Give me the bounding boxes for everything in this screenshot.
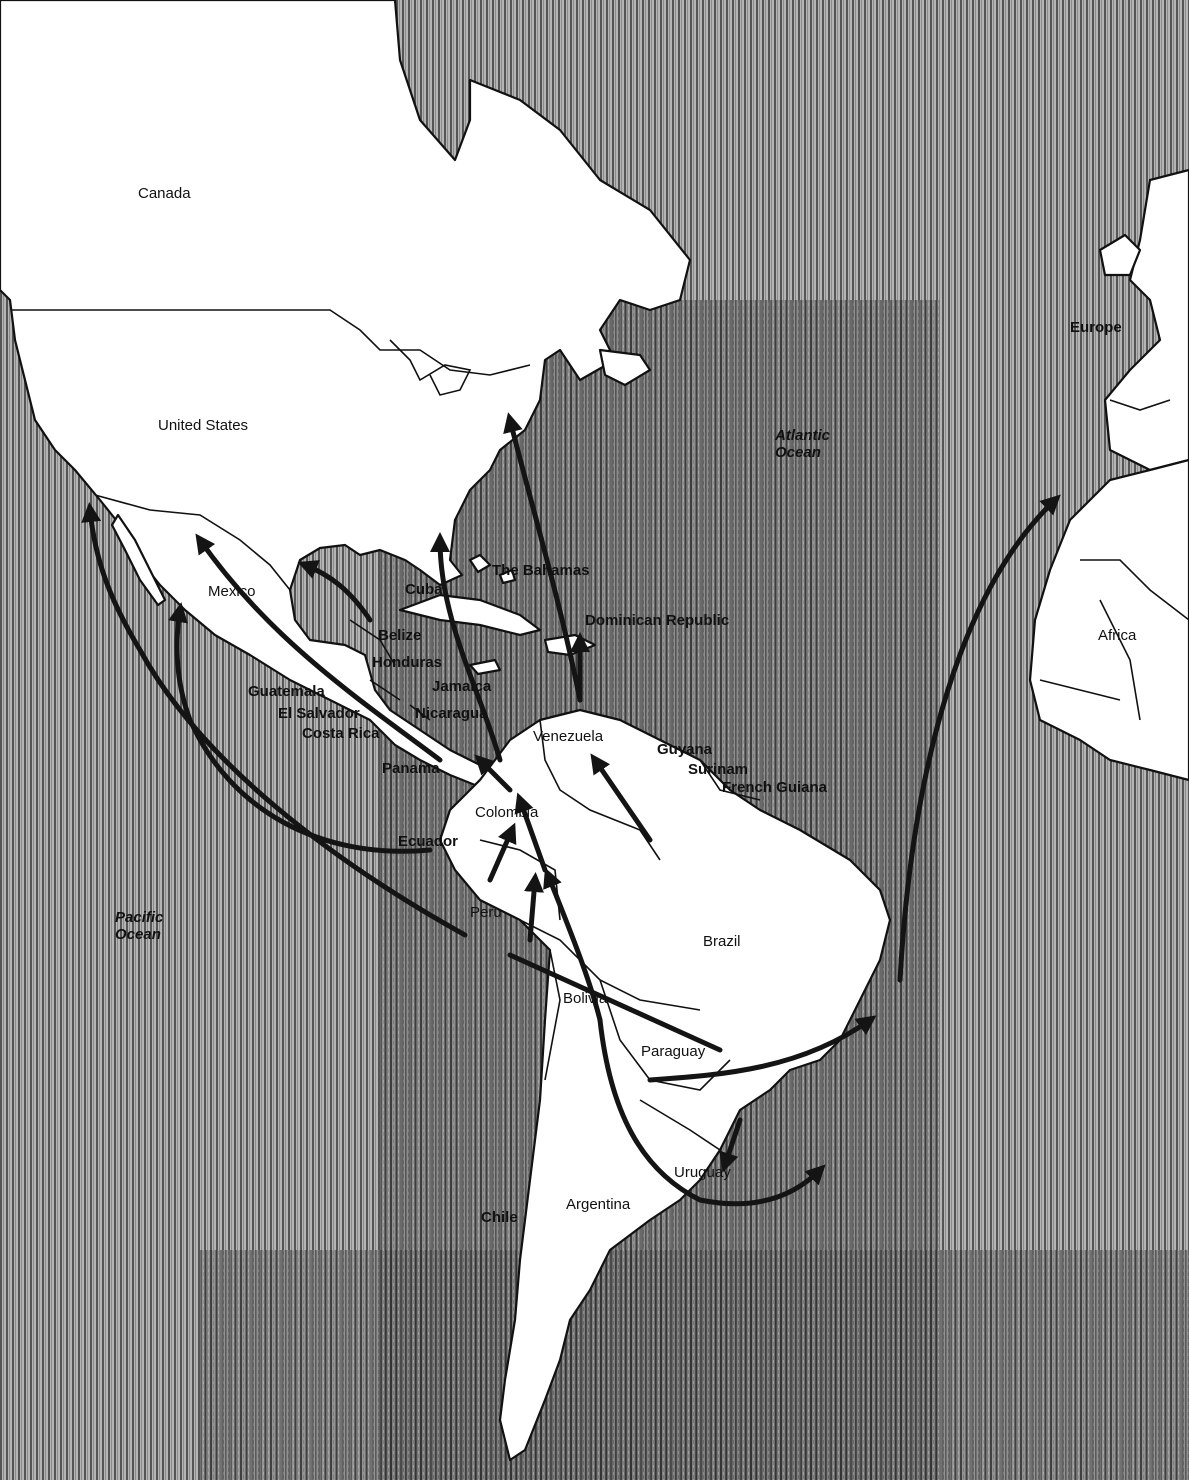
central-america-borders bbox=[349, 619, 431, 721]
great-lakes bbox=[389, 339, 472, 396]
route-caribbean-florida bbox=[430, 532, 503, 763]
south-america-landmass bbox=[438, 708, 892, 1462]
route-arrows bbox=[81, 412, 1061, 1207]
label-ecuador: Ecuador bbox=[398, 833, 458, 850]
label-bahamas: The Bahamas bbox=[492, 562, 590, 579]
label-bolivia: Bolivia bbox=[563, 990, 608, 1007]
label-mexico: Mexico bbox=[208, 583, 256, 600]
label-chile: Chile bbox=[481, 1209, 518, 1226]
british-isles bbox=[1098, 233, 1142, 277]
label-paraguay: Paraguay bbox=[641, 1043, 706, 1060]
route-argentina-bolivia bbox=[543, 867, 603, 1023]
label-venezuela: Venezuela bbox=[533, 728, 604, 745]
label-french-guiana: French Guiana bbox=[722, 779, 828, 796]
route-ecuador-to-mexico bbox=[168, 602, 433, 854]
sea-texture-dark-south bbox=[200, 1250, 1189, 1480]
label-costa-rica: Costa Rica bbox=[302, 725, 380, 742]
route-peru-colombia bbox=[487, 822, 517, 883]
label-uruguay: Uruguay bbox=[674, 1164, 731, 1181]
route-bolivia-uruguay bbox=[597, 1017, 826, 1207]
label-cuba: Cuba bbox=[405, 581, 443, 598]
route-peru-to-california bbox=[81, 502, 468, 938]
label-europe: Europe bbox=[1070, 319, 1122, 336]
label-surinam: Surinam bbox=[688, 761, 748, 778]
route-bolivia-colombia bbox=[514, 792, 548, 873]
route-mexico-north bbox=[195, 533, 443, 763]
label-argentina: Argentina bbox=[566, 1196, 631, 1213]
route-colombia-panama bbox=[474, 754, 513, 793]
label-jamaica: Jamaica bbox=[432, 678, 492, 695]
north-america-landmass bbox=[0, 0, 692, 787]
label-africa: Africa bbox=[1098, 627, 1137, 644]
baja-peninsula bbox=[110, 513, 167, 607]
label-guatemala: Guatemala bbox=[248, 683, 325, 700]
route-gulf-north bbox=[297, 560, 373, 623]
label-canada: Canada bbox=[138, 185, 191, 202]
bahamas-islands bbox=[468, 553, 517, 585]
route-paraguay-atlantic bbox=[647, 1015, 877, 1083]
jamaica-island bbox=[468, 658, 502, 676]
label-dominican-republic: Dominican Republic bbox=[585, 612, 729, 629]
route-bolivia-peru bbox=[524, 872, 544, 943]
iberia-border bbox=[1109, 399, 1171, 411]
label-colombia: Colombia bbox=[475, 804, 539, 821]
label-belize: Belize bbox=[378, 627, 421, 644]
route-bolivia-paraguay bbox=[507, 952, 723, 1053]
label-peru: Peru bbox=[470, 904, 502, 921]
label-guyana: Guyana bbox=[657, 741, 713, 758]
africa-borders bbox=[1039, 559, 1189, 721]
route-atlantic-northeast bbox=[503, 412, 583, 703]
label-brazil: Brazil bbox=[703, 933, 741, 950]
label-united-states: United States bbox=[158, 417, 248, 434]
label-honduras: Honduras bbox=[372, 654, 442, 671]
label-nicaragua: Nicaragua bbox=[415, 705, 488, 722]
us-mexico-border bbox=[94, 494, 291, 591]
label-el-salvador: El Salvador bbox=[278, 705, 360, 722]
route-brazil-europe bbox=[897, 494, 1061, 983]
newfoundland bbox=[598, 348, 652, 387]
route-brazil-venezuela bbox=[590, 753, 653, 843]
route-uruguay-local bbox=[719, 1117, 743, 1173]
label-panama: Panama bbox=[382, 760, 440, 777]
